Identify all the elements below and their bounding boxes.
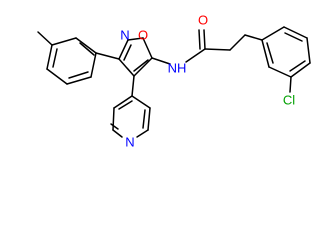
bonds — [37, 26, 311, 138]
chemical-structure: O N NH O Cl N — [37, 13, 311, 150]
ring-nitrogen-label: N — [120, 28, 129, 43]
atom-labels: O N NH O Cl N — [120, 13, 295, 150]
chloro-label: Cl — [283, 93, 295, 108]
pyridine-nitrogen-label: N — [125, 135, 134, 150]
amide-nh-label: NH — [168, 61, 187, 76]
ring-oxygen-label: O — [138, 28, 148, 43]
carbonyl-oxygen-label: O — [198, 13, 208, 28]
